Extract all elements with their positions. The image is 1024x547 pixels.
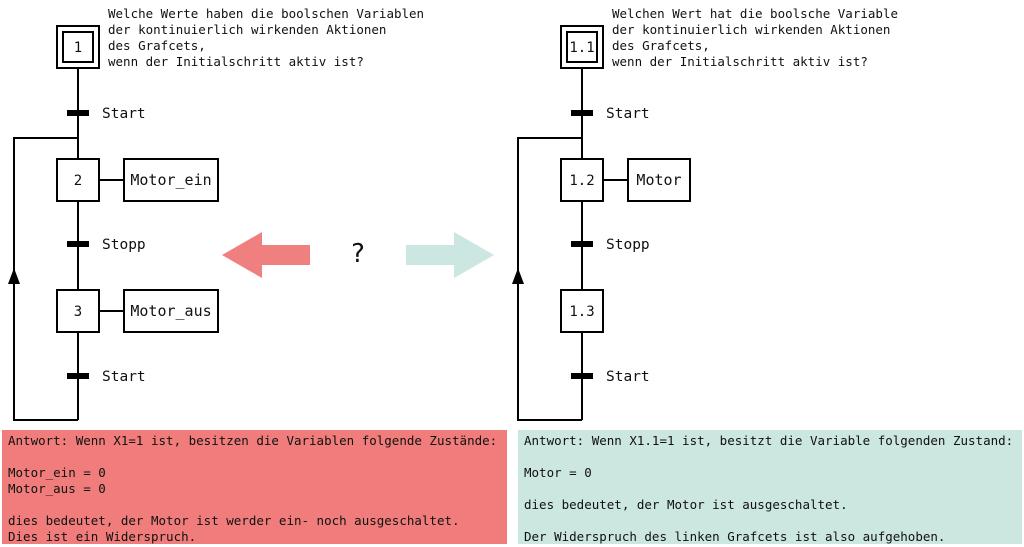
right-initial-step: 1.1 xyxy=(560,25,604,69)
right-answer-line-3: dies bedeutet, der Motor ist ausgeschalt… xyxy=(524,497,848,512)
right-grafcet: Welchen Wert hat die boolsche Variable d… xyxy=(512,6,898,421)
question-mark: ? xyxy=(351,239,365,269)
left-action-1-box xyxy=(123,158,219,202)
left-grafcet: Welche Werte haben die boolschen Variabl… xyxy=(8,6,424,421)
right-step-3-box xyxy=(560,289,604,333)
right-transition-1-label: Start xyxy=(606,106,650,122)
left-answer-line-4: dies bedeutet, der Motor ist werder ein-… xyxy=(8,513,460,528)
right-transition-3-label: Start xyxy=(606,369,650,385)
right-transition-3-bar xyxy=(571,373,593,379)
right-question-line-1: Welchen Wert hat die boolsche Variable xyxy=(612,6,898,21)
teal-right-arrow-icon xyxy=(406,232,494,278)
left-step-3-box xyxy=(56,289,100,333)
left-question-line-1: Welche Werte haben die boolschen Variabl… xyxy=(108,6,424,21)
left-answer-panel: Antwort: Wenn X1=1 ist, besitzen die Var… xyxy=(2,430,507,544)
left-transition-2-label: Stopp xyxy=(102,237,146,253)
right-question-line-2: der kontinuierlich wirkenden Aktionen xyxy=(612,22,890,37)
right-transition-1-bar xyxy=(571,110,593,116)
left-step-2-label: 2 xyxy=(74,173,82,189)
right-step-1-label: 1.1 xyxy=(569,40,594,56)
left-answer-line-3: Motor_aus = 0 xyxy=(8,481,106,496)
red-left-arrow-icon xyxy=(222,232,310,278)
left-question-line-4: wenn der Initialschritt aktiv ist? xyxy=(108,54,364,69)
left-transition-1-label: Start xyxy=(102,106,146,122)
right-transition-2-label: Stopp xyxy=(606,237,650,253)
right-action-1-box xyxy=(627,158,691,202)
left-step-1-label: 1 xyxy=(74,40,82,56)
right-question-line-3: des Grafcets, xyxy=(612,38,710,53)
right-answer-line-2: Motor = 0 xyxy=(524,465,592,480)
right-step-3-label: 1.3 xyxy=(569,304,594,320)
left-question: Welche Werte haben die boolschen Variabl… xyxy=(108,6,424,69)
left-action-2-label: Motor_aus xyxy=(130,302,211,320)
left-question-line-3: des Grafcets, xyxy=(108,38,206,53)
right-transition-2-bar xyxy=(571,241,593,247)
right-loop-arrow-icon xyxy=(512,268,524,284)
left-answer-line-5: Dies ist ein Widerspruch. xyxy=(8,529,197,544)
right-answer-line-4: Der Widerspruch des linken Grafcets ist … xyxy=(524,529,946,544)
right-answer-line-1: Antwort: Wenn X1.1=1 ist, besitzt die Va… xyxy=(524,433,1014,448)
left-action-2-box xyxy=(123,289,219,333)
left-transition-2-bar xyxy=(67,241,89,247)
right-step-2-label: 1.2 xyxy=(569,173,594,189)
left-question-line-2: der kontinuierlich wirkenden Aktionen xyxy=(108,22,386,37)
left-action-1-label: Motor_ein xyxy=(130,171,211,189)
right-answer-panel: Antwort: Wenn X1.1=1 ist, besitzt die Va… xyxy=(518,430,1022,544)
left-transition-1-bar xyxy=(67,110,89,116)
left-initial-step: 1 xyxy=(56,25,100,69)
right-question: Welchen Wert hat die boolsche Variable d… xyxy=(612,6,898,69)
left-transition-3-bar xyxy=(67,373,89,379)
right-action-1-label: Motor xyxy=(636,171,681,189)
left-transition-3-label: Start xyxy=(102,369,146,385)
right-step-2-box xyxy=(560,158,604,202)
left-answer-line-2: Motor_ein = 0 xyxy=(8,465,106,480)
left-loop-arrow-icon xyxy=(8,268,20,284)
left-step-3-label: 3 xyxy=(74,304,82,320)
left-answer-line-1: Antwort: Wenn X1=1 ist, besitzen die Var… xyxy=(8,433,498,448)
right-question-line-4: wenn der Initialschritt aktiv ist? xyxy=(612,54,868,69)
